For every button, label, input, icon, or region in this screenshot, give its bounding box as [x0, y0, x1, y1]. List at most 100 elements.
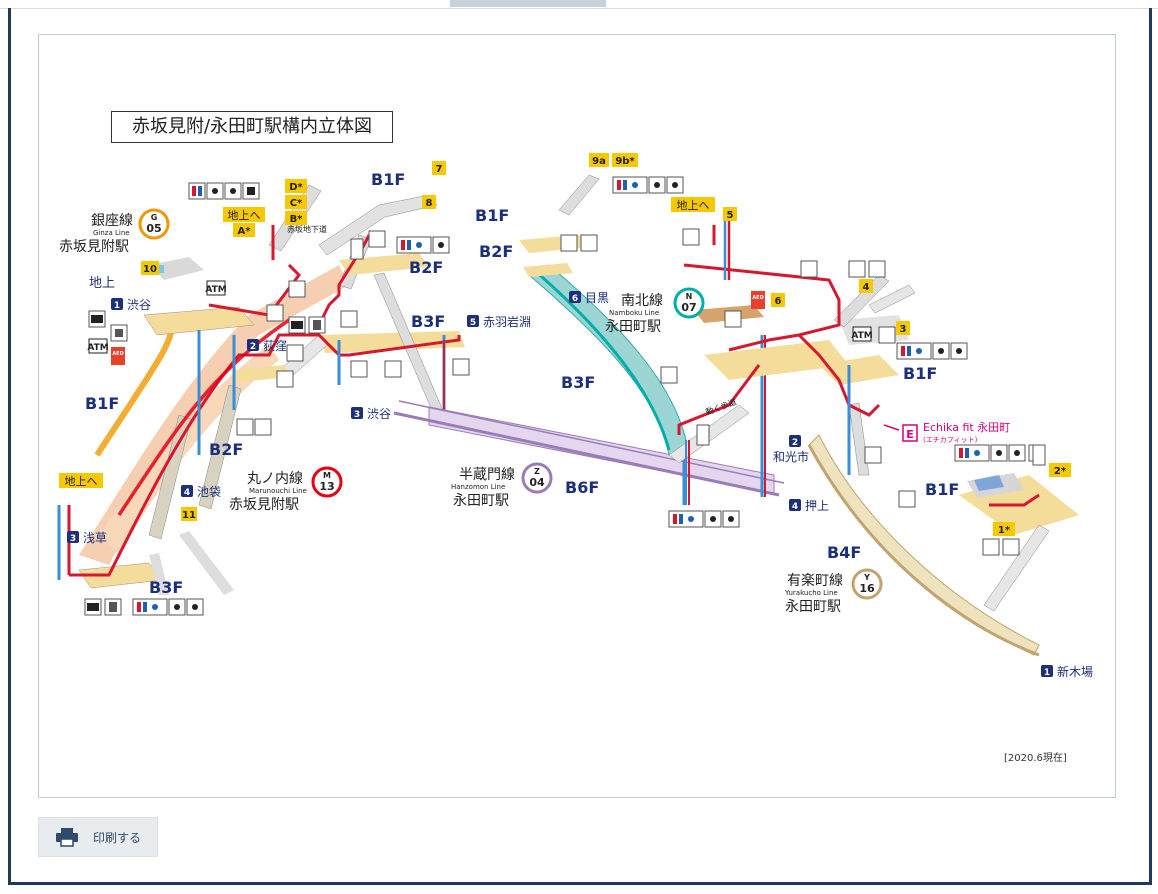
to-ground-badge-2: 地上へ	[65, 475, 98, 488]
transfer-route-right	[677, 225, 881, 435]
akasaka-underpass-label: 赤坂地下道	[287, 224, 327, 234]
hanzomon-badge-number: 04	[529, 476, 545, 489]
stair-left-4	[318, 194, 438, 256]
map-title: 赤坂見附/永田町駅構内立体図	[111, 111, 393, 143]
dir-text-akabane: 赤羽岩淵	[483, 314, 531, 329]
dir-text-oshiage: 押上	[805, 499, 829, 513]
exit-badge-6: 6	[775, 296, 782, 307]
stair-right-1	[558, 174, 600, 216]
yurakucho-line-en: Yurakucho Line	[784, 589, 838, 597]
dir-text-wakoshi: 和光市	[773, 449, 809, 464]
top-tab-indicator[interactable]	[450, 0, 606, 7]
hanzomon-station-badge	[521, 462, 553, 494]
facility-icons	[84, 176, 1046, 616]
map-date-note: [2020.6現在]	[1004, 752, 1067, 764]
yurakucho-badge-number: 16	[859, 582, 875, 595]
namboku-b2f-hall	[523, 263, 573, 277]
namboku-line-stroke	[533, 268, 671, 451]
station-3d-map: 7 8 D* C* B* A* 10 11 9a 9b* 5 4 6 3 2* …	[57, 153, 1093, 764]
stair-left-7	[149, 553, 169, 595]
atm-icon-3: ATM	[851, 331, 872, 341]
floor-label-b1f-5: B1F	[925, 480, 959, 499]
namboku-badge-letter: N	[686, 292, 693, 301]
exit-badge-a: A*	[238, 226, 252, 237]
echika-sub-label: (エチカフィット)	[923, 436, 978, 444]
exit-badge-d: D*	[289, 182, 303, 193]
ginza-station-badge	[138, 208, 170, 240]
marunouchi-badge-letter: M	[323, 471, 331, 480]
exit-badge-5: 5	[727, 210, 734, 221]
exit-badge-b: B*	[290, 214, 304, 225]
facility-group-8	[84, 598, 122, 616]
floor-label-b1f-3: B1F	[475, 206, 509, 225]
station-map-panel: 赤坂見附/永田町駅構内立体図	[38, 34, 1116, 798]
namboku-line-en: Namboku Line	[609, 309, 659, 317]
print-button-label: 印刷する	[93, 830, 142, 845]
floor-label-b4f: B4F	[827, 543, 861, 562]
content-frame	[8, 8, 1152, 885]
red-route-right-b1	[989, 493, 1040, 507]
exit-badge-8: 8	[426, 198, 433, 209]
floor-label-b3f-2: B3F	[149, 578, 183, 597]
echika-badge	[902, 424, 918, 442]
ginza-line-name: 銀座線	[91, 213, 133, 229]
platform-b1f-left	[143, 306, 255, 336]
dir-text-asakusa: 浅草	[83, 531, 107, 545]
aed-icon-2: AED	[752, 295, 763, 301]
namboku-station-badge	[673, 287, 705, 319]
hall-right-blue	[974, 475, 1004, 491]
exit-badge-c: C*	[290, 198, 303, 209]
exit-badge-10: 10	[143, 264, 157, 275]
dir-text-shibuya-1: 渋谷	[127, 298, 151, 312]
stair-right-6	[983, 524, 1050, 612]
facility-group-9	[88, 310, 128, 342]
exit-badge-11: 11	[182, 510, 196, 521]
print-button[interactable]: 印刷する	[38, 817, 158, 857]
to-ground-badge-1: 地上へ	[228, 209, 261, 222]
facility-group-5	[954, 444, 1046, 462]
facility-group-6	[668, 510, 740, 528]
dir-text-ikebukuro: 池袋	[197, 485, 221, 499]
hanzomon-line-en: Hanzomon Line	[451, 483, 505, 491]
namboku-line-name: 南北線	[621, 293, 663, 309]
facility-group-2	[396, 236, 450, 254]
yurakucho-station-name: 永田町駅	[785, 599, 841, 615]
dir-num-meguro: 6	[572, 294, 578, 304]
facility-group-10	[266, 280, 326, 334]
printer-icon	[56, 828, 78, 847]
exit-badge-2: 2*	[1054, 466, 1067, 477]
marunouchi-track	[117, 318, 290, 516]
namboku-badge-number: 07	[681, 301, 696, 314]
facility-group-4	[896, 342, 968, 360]
stair-right-4	[848, 402, 870, 476]
exit-badge-4: 4	[863, 282, 870, 293]
facility-group-7	[132, 598, 204, 616]
echika-connector	[883, 424, 900, 431]
hall-b3f-mid	[319, 331, 465, 353]
marunouchi-station-badge	[311, 466, 343, 498]
hanzomon-line-name: 半蔵門線	[459, 467, 515, 483]
floor-label-b6f: B6F	[565, 478, 599, 497]
marunouchi-line-name: 丸ノ内線	[247, 471, 303, 487]
hanzomon-track-2	[398, 400, 785, 484]
exit-badge-7: 7	[436, 164, 443, 175]
dir-num-akabane: 5	[470, 318, 476, 328]
yurakucho-station-badge	[851, 568, 883, 600]
atm-icon-2: ATM	[205, 285, 226, 295]
namboku-b1f-hall	[519, 235, 589, 253]
hanzomon-station-name: 永田町駅	[453, 493, 509, 509]
exit-badge-1: 1*	[998, 525, 1011, 536]
atm-icon-1: ATM	[87, 343, 108, 353]
dir-num-oshiage: 4	[792, 502, 798, 512]
ground-label: 地上	[89, 276, 115, 291]
dir-text-meguro: 目黒	[585, 291, 609, 305]
marunouchi-badge-number: 13	[319, 480, 334, 493]
stair-left-8	[179, 531, 234, 595]
dir-text-shinkiba: 新木場	[1057, 664, 1093, 679]
floor-label-b2f-2: B2F	[209, 440, 243, 459]
exit-badge-9a: 9a	[592, 156, 606, 167]
hall-left-top	[149, 257, 204, 280]
stair-left-2	[198, 384, 242, 510]
yurakucho-line-name: 有楽町線	[787, 573, 843, 589]
dir-num-ogikubo: 2	[250, 342, 256, 352]
